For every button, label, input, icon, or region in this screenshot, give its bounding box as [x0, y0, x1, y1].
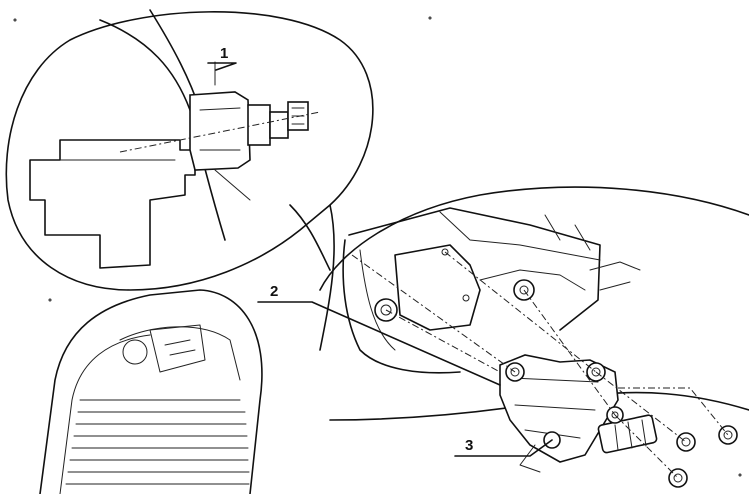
mounting-nuts	[668, 425, 738, 488]
callout-label-2: 2	[270, 283, 278, 300]
detail-body-panel	[29, 9, 321, 269]
scan-specks	[13, 16, 742, 477]
callout-1: 1	[207, 45, 237, 71]
callout-3: 3	[454, 437, 553, 457]
callout-label-3: 3	[465, 437, 473, 454]
detail-magnifier-bubble	[5, 11, 374, 351]
tailgate-view	[39, 289, 263, 494]
callout-label-1: 1	[220, 45, 228, 62]
center-lines	[351, 251, 729, 479]
wiper-motor-assembly	[499, 354, 658, 473]
callout-2: 2	[257, 283, 501, 386]
inner-panel	[319, 186, 749, 421]
